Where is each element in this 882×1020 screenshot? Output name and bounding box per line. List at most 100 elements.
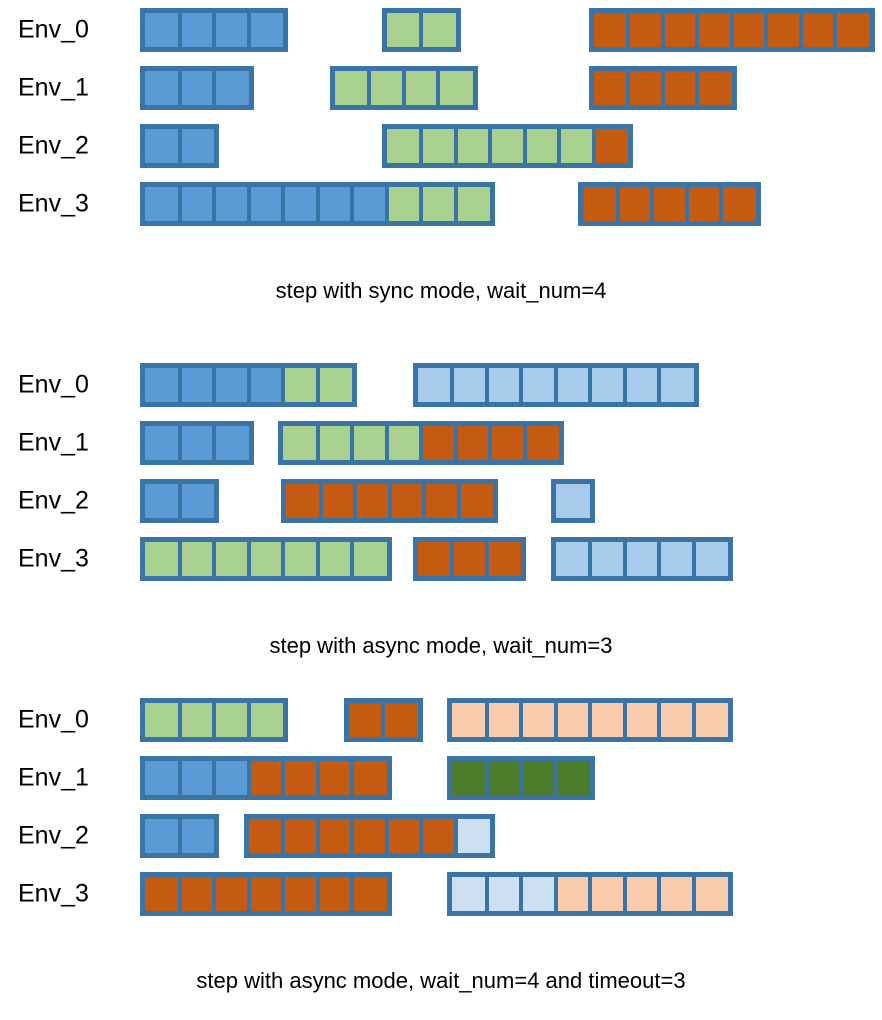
step-block-group — [447, 698, 734, 742]
step-cell-green — [386, 129, 421, 163]
step-cell-green — [145, 703, 180, 737]
step-cell-light-blue — [624, 542, 660, 576]
step-cell-green — [438, 71, 473, 105]
step-cell-peach — [590, 703, 625, 737]
env-row-label: Env_1 — [18, 428, 89, 457]
step-cell-orange — [731, 13, 766, 47]
step-cell-orange — [286, 484, 321, 518]
step-cell-green — [421, 187, 456, 221]
env-row-label: Env_2 — [18, 131, 89, 160]
step-cell-orange — [355, 484, 390, 518]
step-cell-pale-blue — [486, 877, 522, 911]
step-block-group — [140, 124, 219, 168]
step-cell-peach — [521, 703, 556, 737]
step-cell-blue — [248, 187, 283, 221]
step-cell-orange — [686, 187, 722, 221]
step-cell-blue — [214, 71, 249, 105]
step-cell-light-blue — [555, 484, 591, 518]
step-cell-orange — [145, 877, 180, 911]
step-cell-orange — [283, 819, 318, 853]
step-cell-peach — [452, 703, 487, 737]
step-cell-light-blue — [555, 542, 591, 576]
env-row-label: Env_1 — [18, 763, 89, 792]
step-cell-orange — [593, 129, 628, 163]
step-block-group — [578, 182, 761, 226]
step-cell-orange — [486, 542, 522, 576]
step-cell-orange — [766, 13, 801, 47]
step-cell-blue — [352, 187, 387, 221]
step-cell-green — [317, 542, 352, 576]
step-cell-orange — [421, 819, 456, 853]
step-block-group — [140, 8, 288, 52]
step-cell-light-blue — [521, 368, 556, 402]
step-cell-peach — [693, 703, 729, 737]
step-cell-blue — [248, 368, 283, 402]
env-row: Env_1 — [0, 756, 882, 800]
step-block-group — [140, 421, 254, 465]
env-row: Env_2 — [0, 124, 882, 168]
step-block-group — [140, 479, 219, 523]
step-cell-blue — [145, 819, 180, 853]
step-block-group — [381, 8, 461, 52]
step-cell-blue — [248, 13, 283, 47]
step-cell-orange — [417, 542, 453, 576]
step-cell-blue — [179, 484, 214, 518]
step-cell-peach — [659, 703, 694, 737]
step-cell-orange — [389, 484, 425, 518]
step-cell-peach — [659, 877, 694, 911]
step-cell-dark-green — [521, 761, 556, 795]
step-cell-green — [559, 129, 594, 163]
step-cell-orange — [317, 877, 352, 911]
step-block-group — [140, 537, 392, 581]
step-cell-orange — [455, 426, 490, 460]
panel-caption: step with sync mode, wait_num=4 — [275, 278, 607, 303]
step-cell-orange — [490, 426, 525, 460]
step-cell-light-blue — [452, 368, 487, 402]
step-cell-blue — [145, 761, 180, 795]
step-block-group — [447, 756, 596, 800]
step-cell-light-blue — [590, 542, 625, 576]
step-block-group — [140, 363, 357, 407]
step-block-group — [550, 479, 596, 523]
step-cell-blue — [145, 129, 180, 163]
step-cell-orange — [583, 187, 618, 221]
step-block-group — [140, 698, 288, 742]
step-cell-blue — [145, 484, 180, 518]
step-block-group — [412, 537, 527, 581]
step-block-group — [278, 421, 564, 465]
env-row-label: Env_2 — [18, 821, 89, 850]
step-cell-blue — [145, 368, 180, 402]
step-cell-green — [283, 368, 318, 402]
step-block-group — [140, 66, 254, 110]
step-cell-peach — [486, 703, 522, 737]
step-cell-orange — [248, 877, 283, 911]
step-cell-green — [386, 187, 421, 221]
step-cell-blue — [179, 13, 214, 47]
step-block-group — [588, 66, 737, 110]
step-cell-light-blue — [659, 368, 694, 402]
step-cell-blue — [145, 13, 180, 47]
step-cell-orange — [352, 877, 387, 911]
step-cell-orange — [628, 71, 663, 105]
env-row-label: Env_0 — [18, 705, 89, 734]
step-cell-dark-green — [555, 761, 591, 795]
step-cell-blue — [214, 761, 249, 795]
step-cell-blue — [283, 187, 318, 221]
step-cell-blue — [214, 13, 249, 47]
step-cell-orange — [248, 761, 283, 795]
step-block-group — [343, 698, 423, 742]
step-cell-orange — [283, 761, 318, 795]
env-row: Env_2 — [0, 814, 882, 858]
step-cell-orange — [593, 71, 628, 105]
step-cell-pale-blue — [455, 819, 490, 853]
step-cell-green — [283, 426, 318, 460]
env-row: Env_0 — [0, 363, 882, 407]
step-cell-green — [334, 71, 370, 105]
step-cell-green — [283, 542, 318, 576]
step-cell-blue — [179, 426, 214, 460]
step-cell-orange — [352, 761, 387, 795]
step-cell-blue — [179, 187, 214, 221]
step-cell-orange — [835, 13, 870, 47]
step-block-group — [447, 872, 734, 916]
step-cell-blue — [214, 187, 249, 221]
